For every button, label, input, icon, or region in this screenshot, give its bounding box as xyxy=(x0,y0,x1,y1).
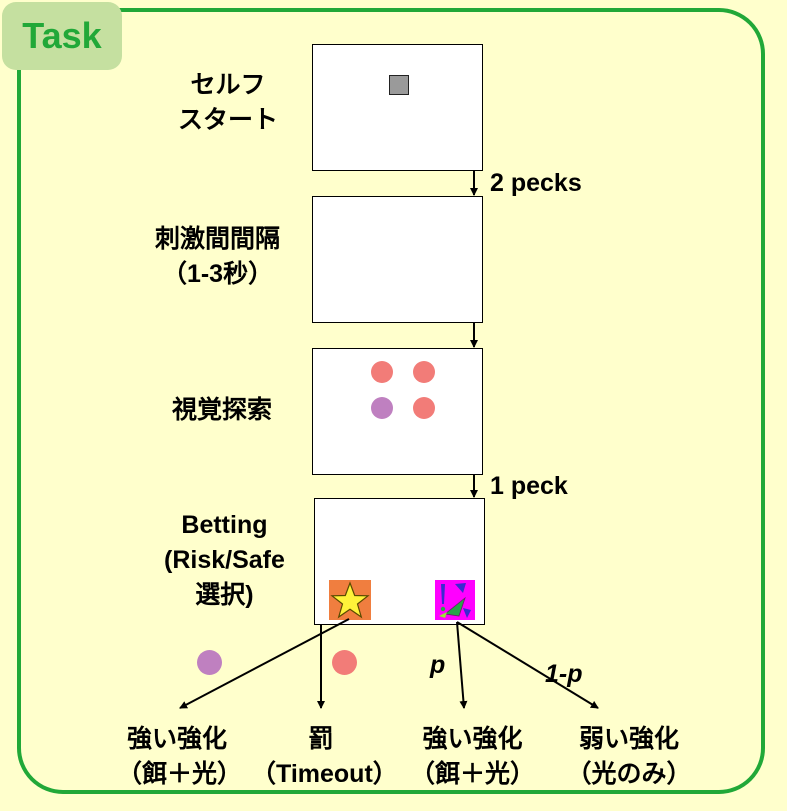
outcome-line1: 罰 xyxy=(308,725,334,753)
target-dot xyxy=(371,397,393,419)
two-pecks-label: 2 pecks xyxy=(490,169,582,197)
self-start-label-line2: スタート xyxy=(178,106,279,134)
outcome-punishment: 罰 （Timeout） xyxy=(251,722,398,792)
outcome-line2: （光のみ） xyxy=(566,760,692,788)
self-start-screen xyxy=(312,44,483,171)
arrow-risk-to-strong xyxy=(456,621,468,709)
outcome-weak-reinforcement: 弱い強化 （光のみ） xyxy=(564,722,694,792)
distractor-dot xyxy=(413,397,435,419)
iti-label: 刺激間間隔 （1-3秒） xyxy=(155,222,280,292)
outcome-line2: （餌＋光） xyxy=(410,760,536,788)
self-start-label: セルフ スタート xyxy=(178,68,278,138)
abstract-risk-icon xyxy=(439,583,471,618)
one-peck-label: 1 peck xyxy=(490,472,568,500)
target-dot xyxy=(197,650,222,675)
outcome-strong-reinforcement-a: 強い強化 （餌＋光） xyxy=(117,722,243,792)
outcome-line2: （Timeout） xyxy=(251,760,398,788)
arrow-safe-to-strong xyxy=(179,618,350,709)
outcome-strong-reinforcement-b: 強い強化 （餌＋光） xyxy=(410,722,535,792)
outcome-line1: 強い強化 xyxy=(126,725,227,753)
safe-icon[interactable] xyxy=(329,580,371,620)
self-start-label-line1: セルフ xyxy=(190,71,266,99)
risk-icon[interactable] xyxy=(435,580,475,620)
betting-label-line3: 選択) xyxy=(195,581,254,609)
star-icon xyxy=(330,581,370,619)
distractor-dot xyxy=(371,361,393,383)
betting-screen xyxy=(314,498,485,625)
task-tab: Task xyxy=(2,2,122,70)
iti-label-line1: 刺激間間隔 xyxy=(155,225,281,253)
probability-1-minus-p-label: 1-p xyxy=(545,660,583,688)
self-start-key xyxy=(389,75,409,95)
distractor-dot xyxy=(413,361,435,383)
probability-p-label: p xyxy=(430,651,446,679)
distractor-dot xyxy=(332,650,357,675)
iti-label-line2: （1-3秒） xyxy=(161,260,274,288)
task-frame xyxy=(17,8,765,794)
visual-search-screen xyxy=(312,348,483,475)
outcome-line2: （餌＋光） xyxy=(117,760,243,788)
visual-search-label: 視覚探索 xyxy=(172,396,273,424)
iti-screen xyxy=(312,196,483,323)
outcome-line1: 弱い強化 xyxy=(578,725,679,753)
outcome-line1: 強い強化 xyxy=(422,725,523,753)
betting-label-line1: Betting xyxy=(181,511,268,539)
betting-label-line2: (Risk/Safe xyxy=(164,546,285,574)
arrow-risk-to-weak xyxy=(456,621,599,709)
betting-label: Betting (Risk/Safe 選択) xyxy=(164,508,285,613)
